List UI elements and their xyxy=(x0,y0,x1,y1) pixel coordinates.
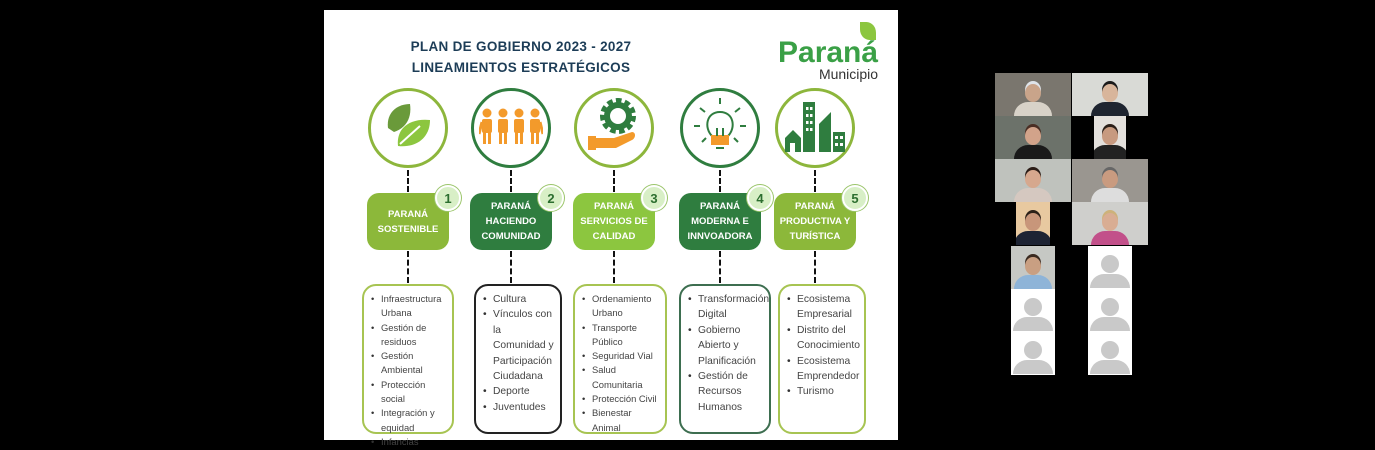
pillar-items-list: CulturaVínculos con la Comunidad y Parti… xyxy=(474,284,562,434)
pillar-number-badge: 4 xyxy=(747,185,773,211)
dashed-connector xyxy=(407,251,409,283)
list-item: Vínculos con la Comunidad y Participació… xyxy=(482,307,556,384)
list-item: Gestión Ambiental xyxy=(370,349,448,378)
participant-video-tile[interactable] xyxy=(1016,202,1050,245)
title-line-1: PLAN DE GOBIERNO 2023 - 2027 xyxy=(410,39,632,54)
participant-video-tile[interactable] xyxy=(995,116,1071,159)
pillar-items-list: Ecosistema EmpresarialDistrito del Conoc… xyxy=(778,284,866,434)
pillar-number-badge: 3 xyxy=(641,185,667,211)
participant-figure xyxy=(1091,84,1129,116)
participant-figure xyxy=(1014,127,1052,159)
participant-figure xyxy=(1016,213,1050,245)
pillar-icon-circle xyxy=(471,88,551,168)
list-item: Transformación Digital xyxy=(687,292,769,323)
gear-hand-icon xyxy=(584,96,644,161)
leaf-logo-icon xyxy=(860,22,876,40)
avatar-body xyxy=(1090,274,1130,288)
participant-placeholder-tile[interactable] xyxy=(1011,289,1055,332)
participant-video-tile[interactable] xyxy=(1011,246,1055,289)
pillar-items-list: Transformación DigitalGobierno Abierto y… xyxy=(679,284,771,434)
participant-placeholder-tile[interactable] xyxy=(1011,332,1055,375)
list-item: Protección social xyxy=(370,378,448,407)
participant-figure xyxy=(1091,170,1129,202)
avatar-placeholder-icon xyxy=(1024,298,1042,316)
list-item: Gestión de Recursos Humanos xyxy=(687,369,765,415)
avatar-placeholder-icon xyxy=(1024,341,1042,359)
pillar-icon-circle xyxy=(574,88,654,168)
list-item: Ecosistema Emprendedor xyxy=(786,354,860,385)
avatar-placeholder-icon xyxy=(1101,341,1119,359)
logo-name: Paraná xyxy=(778,36,879,69)
participant-figure xyxy=(1091,213,1129,245)
dashed-connector xyxy=(814,170,816,192)
participant-figure xyxy=(1094,127,1126,159)
participant-figure xyxy=(1014,257,1052,289)
list-item: Turismo xyxy=(786,384,860,400)
list-item: Distrito del Conocimiento xyxy=(786,323,860,354)
avatar-body xyxy=(1090,360,1130,374)
pillar-number-badge: 1 xyxy=(435,185,461,211)
participant-figure xyxy=(1014,84,1052,116)
dashed-connector xyxy=(613,170,615,192)
dashed-connector xyxy=(814,251,816,283)
participant-video-tile[interactable] xyxy=(1094,116,1126,159)
avatar-placeholder-icon xyxy=(1101,298,1119,316)
dashed-connector xyxy=(407,170,409,192)
list-item: Transporte Público xyxy=(581,321,661,350)
avatar-body xyxy=(1013,360,1053,374)
pillar-icon-circle xyxy=(680,88,760,168)
list-item: Ordenamiento Urbano xyxy=(581,292,661,321)
avatar-placeholder-icon xyxy=(1101,255,1119,273)
participant-video-tile[interactable] xyxy=(1072,159,1148,202)
dashed-connector xyxy=(510,251,512,283)
buildings-icon xyxy=(783,98,847,159)
logo-sub: Municipio xyxy=(818,66,879,82)
presentation-slide: PLAN DE GOBIERNO 2023 - 2027 LINEAMIENTO… xyxy=(324,10,898,450)
pillar-number-badge: 5 xyxy=(842,185,868,211)
list-item: Seguridad Vial xyxy=(581,349,661,364)
list-item: Deporte xyxy=(482,384,556,400)
pillar-icon-circle xyxy=(368,88,448,168)
participant-placeholder-tile[interactable] xyxy=(1088,332,1132,375)
dashed-connector xyxy=(613,251,615,283)
list-item: Infraestructura Urbana xyxy=(370,292,448,321)
dashed-connector xyxy=(719,170,721,192)
participant-placeholder-tile[interactable] xyxy=(1088,246,1132,289)
participant-video-tile[interactable] xyxy=(1072,73,1148,116)
slide-title: PLAN DE GOBIERNO 2023 - 2027 LINEAMIENTO… xyxy=(234,36,808,78)
pillar-icon-circle xyxy=(775,88,855,168)
participant-video-tile[interactable] xyxy=(1072,202,1148,245)
list-item: Infancias xyxy=(370,435,448,450)
participant-video-tile[interactable] xyxy=(995,73,1071,116)
title-line-2: LINEAMIENTOS ESTRATÉGICOS xyxy=(411,60,631,75)
avatar-body xyxy=(1090,317,1130,331)
participant-placeholder-tile[interactable] xyxy=(1088,289,1132,332)
participant-figure xyxy=(1014,170,1052,202)
lightbulb-icon xyxy=(690,96,750,161)
list-item: Bienestar Animal xyxy=(581,406,661,435)
list-item: Protección Civil xyxy=(581,392,661,407)
list-item: Salud Comunitaria xyxy=(581,363,661,392)
leaf-icon xyxy=(380,98,436,159)
dashed-connector xyxy=(719,251,721,283)
pillar-items-list: Infraestructura UrbanaGestión de residuo… xyxy=(362,284,454,450)
list-item: Juventudes xyxy=(482,400,556,416)
list-item: Gestión de residuos xyxy=(370,321,448,350)
participant-video-tile[interactable] xyxy=(995,159,1071,202)
parana-logo: Paraná Municipio xyxy=(778,22,879,82)
list-item: Cultura xyxy=(482,292,556,308)
pillar-number-badge: 2 xyxy=(538,185,564,211)
pillar-items-list: Ordenamiento UrbanoTransporte PúblicoSeg… xyxy=(573,284,667,434)
list-item: Integración y equidad xyxy=(370,406,448,435)
people-icon xyxy=(477,106,545,151)
avatar-body xyxy=(1013,317,1053,331)
list-item: Ecosistema Empresarial xyxy=(786,292,860,323)
list-item: Gobierno Abierto y Planificación xyxy=(687,323,765,369)
dashed-connector xyxy=(510,170,512,192)
